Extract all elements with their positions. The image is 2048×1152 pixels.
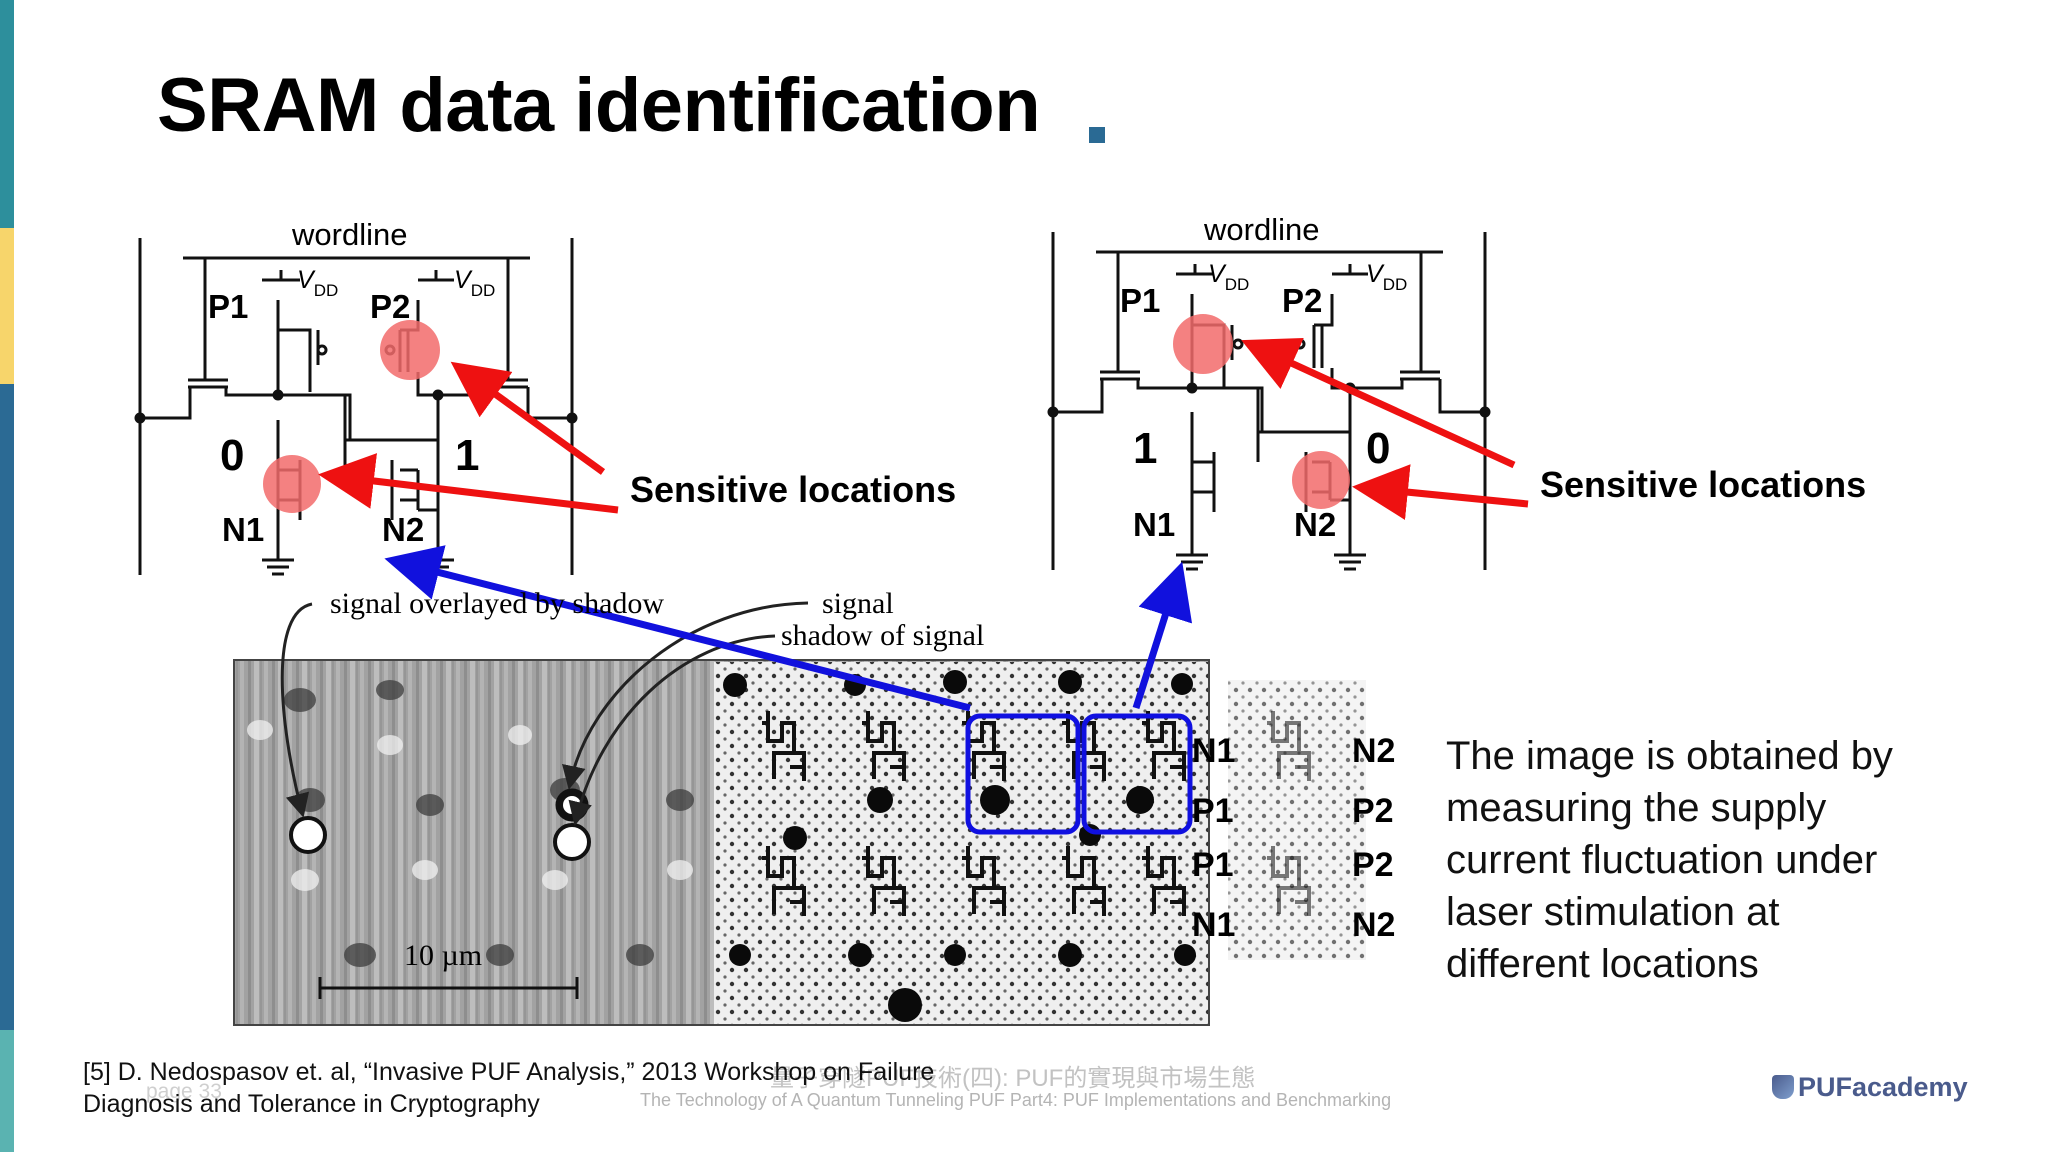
sidebar-strip-teal [0,0,14,228]
arrow-left-n1 [318,453,619,514]
description-line: laser stimulation at [1446,890,1780,934]
left-wordline-label: wordline [291,217,407,252]
reference-line: [5] D. Nedospasov et. al, “Invasive PUF … [83,1058,935,1086]
label-signal-overlayed: signal overlayed by shadow [330,587,664,620]
right-node-1: 1 [1133,424,1157,473]
sidebar-strip-green [0,1030,14,1152]
row-label-right-3: P2 [1352,846,1394,884]
sensitive-spot-right-n2 [1292,451,1350,509]
leader-signal [562,601,809,790]
row-label-left-4: N1 [1192,906,1235,944]
right-sensitive-label: Sensitive locations [1540,464,1866,505]
left-sensitive-label: Sensitive locations [630,469,956,510]
label-signal: signal [822,587,894,620]
right-p2-label: P2 [1282,282,1322,319]
logo-text: PUFacademy [1798,1072,1968,1102]
left-n1-label: N1 [222,511,264,548]
left-vdd2: VDD [454,266,495,300]
leader-shadow [568,634,776,826]
puf-academy-logo: PUFacademy [1772,1072,1968,1103]
row-label-right-1: N2 [1352,732,1395,770]
left-p2-label: P2 [370,288,410,325]
arrow-blue-to-right [1132,561,1193,710]
left-node-0: 0 [220,431,244,480]
left-vdd1: VDD [297,266,338,300]
right-vdd1: VDD [1208,260,1249,294]
right-n1-label: N1 [1133,506,1175,543]
arrow-right-n2 [1352,464,1529,520]
sensitive-spot-left-p2 [380,320,440,380]
sidebar-strip-yellow [0,228,14,384]
row-label-left-3: P1 [1192,846,1234,884]
scale-label: 10 µm [404,939,482,972]
right-wordline-label: wordline [1203,212,1319,247]
reference-citation: [5] D. Nedospasov et. al, “Invasive PUF … [83,1056,934,1120]
description-line: The image is obtained by [1446,734,1893,778]
description-line: measuring the supply [1446,786,1827,830]
page-number: page 33 [146,1080,222,1103]
label-shadow-of-signal: shadow of signal [781,619,984,652]
row-label-left-2: P1 [1192,792,1234,830]
description-line: different locations [1446,942,1759,986]
highlight-box-2 [1081,713,1193,835]
right-n2-label: N2 [1294,506,1336,543]
watermark-chinese: 量子穿隧PUF技術(四): PUF的實現與市場生態 [770,1065,1256,1092]
right-node-0: 0 [1366,424,1390,473]
micrograph-image [233,659,1366,1026]
leader-overlay [280,602,313,818]
row-label-right-4: N2 [1352,906,1395,944]
reference-line: Diagnosis and Tolerance in Cryptography [83,1090,540,1118]
left-p1-label: P1 [208,288,248,325]
left-n2-label: N2 [382,511,424,548]
left-node-1: 1 [455,431,479,480]
sensitive-spot-left-n1 [263,455,321,513]
watermark-english: The Technology of A Quantum Tunneling PU… [640,1090,1392,1110]
arrow-left-p2 [450,361,606,475]
right-vdd2: VDD [1366,260,1407,294]
arrow-right-p1 [1241,338,1516,469]
highlight-box-1 [965,713,1081,835]
row-label-right-2: P2 [1352,792,1394,830]
arrow-blue-to-left [384,545,971,712]
sidebar-strip-blue [0,384,14,1030]
description-text: The image is obtained by measuring the s… [1446,730,1893,990]
description-line: current fluctuation under [1446,838,1878,882]
right-p1-label: P1 [1120,282,1160,319]
row-label-left-1: N1 [1192,732,1235,770]
slide-title: SRAM data identification [157,63,1041,148]
sram-circuit-right [1047,232,1491,571]
logo-icon [1772,1075,1794,1099]
sensitive-spot-right-p1 [1173,314,1233,374]
title-accent-square [1089,127,1105,143]
